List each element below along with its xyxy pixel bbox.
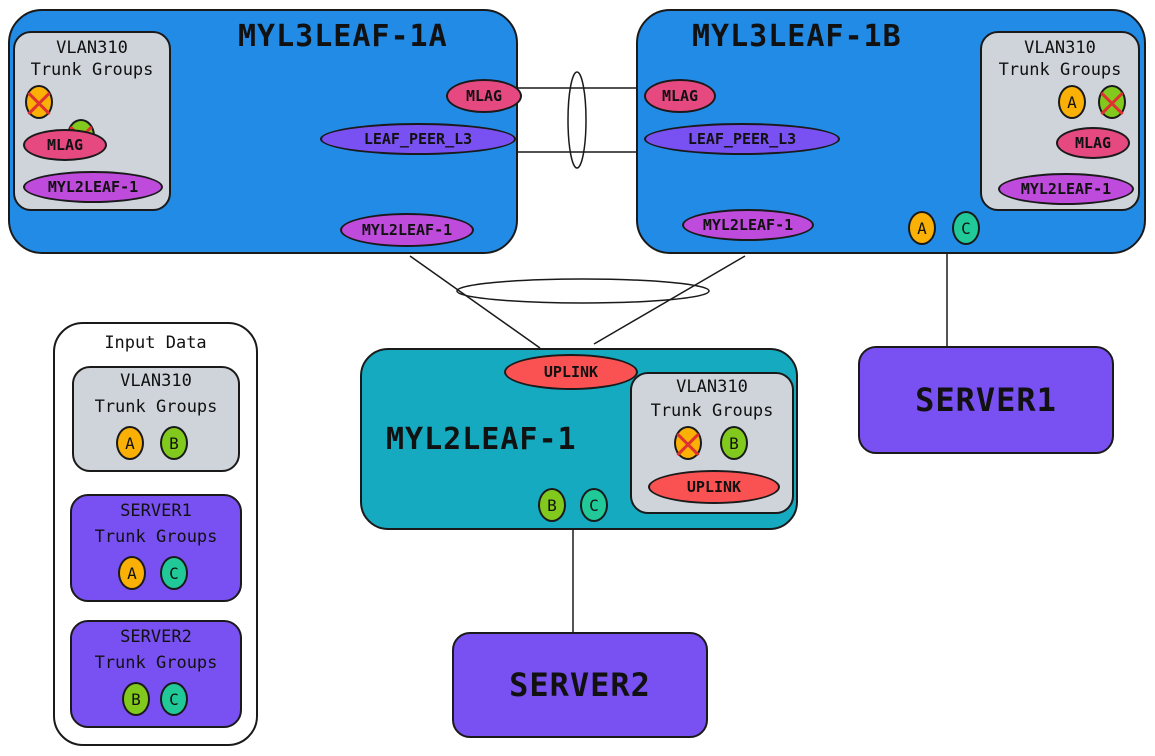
l2leaf-chip-a-removed (674, 426, 702, 460)
leaf-1b-vlan-label: VLAN310 (1024, 38, 1096, 58)
l2leaf-vlan-label: VLAN310 (676, 377, 748, 397)
input-server1-chip-c: C (160, 556, 188, 590)
leaf-1a-title: MYL3LEAF-1A (238, 19, 448, 54)
leaf-1a-trunk-groups-box: VLAN310 Trunk Groups MLAG MYL2LEAF-1 (13, 31, 171, 211)
input-server2-chip-c: C (160, 682, 188, 716)
l2leaf-port-chip-b: B (538, 488, 566, 522)
leaf-1b-port-mlag[interactable]: MLAG (644, 79, 716, 113)
leaf-1a-port-mlag[interactable]: MLAG (446, 79, 522, 113)
leaf-1a-trunk-groups-label: Trunk Groups (30, 60, 154, 80)
server2-title: SERVER2 (509, 666, 651, 704)
leaf-1b-tg-mlag: MLAG (1056, 127, 1130, 159)
server2-device[interactable]: SERVER2 (452, 632, 708, 738)
l2leaf-port-uplink[interactable]: UPLINK (504, 354, 638, 390)
input-vlan-box: VLAN310 Trunk Groups A B (72, 366, 240, 472)
leaf-1b-port-chip-a: A (908, 211, 936, 245)
input-server2-trunk-label: Trunk Groups (94, 653, 218, 673)
leaf-1b-title: MYL3LEAF-1B (692, 19, 902, 54)
input-data-panel: Input Data VLAN310 Trunk Groups A B SERV… (53, 322, 258, 746)
leaf-1b-chip-b-removed (1098, 85, 1126, 119)
leaf-1a-vlan-label: VLAN310 (56, 38, 128, 58)
input-vlan-chip-a: A (116, 426, 144, 460)
leaf-1a-port-leaf-peer-l3[interactable]: LEAF_PEER_L3 (320, 123, 516, 155)
l2leaf-tg-uplink: UPLINK (648, 470, 780, 504)
l2leaf-port-chip-c: C (580, 488, 608, 522)
uplink-to-leaf-1a (409, 255, 541, 349)
server1-device[interactable]: SERVER1 (858, 346, 1114, 454)
input-vlan-trunk-label: Trunk Groups (94, 397, 218, 417)
leaf-1a-tg-myl2leaf: MYL2LEAF-1 (23, 171, 163, 203)
input-server1-box: SERVER1 Trunk Groups A C (70, 494, 242, 602)
leaf-1a-port-myl2leaf[interactable]: MYL2LEAF-1 (340, 213, 474, 247)
leaf-1a-chip-a-removed (25, 85, 53, 119)
leaf-1b-port-leaf-peer-l3[interactable]: LEAF_PEER_L3 (644, 123, 840, 155)
port-channel-ring-peer (567, 71, 587, 169)
l2leaf-device[interactable]: MYL2LEAF-1 UPLINK VLAN310 Trunk Groups B… (360, 348, 798, 530)
l2leaf-chip-b: B (720, 426, 748, 460)
input-server1-trunk-label: Trunk Groups (94, 527, 218, 547)
input-data-title: Input Data (104, 333, 207, 353)
leaf-1b-trunk-groups-label: Trunk Groups (998, 60, 1122, 80)
input-server2-title: SERVER2 (120, 627, 192, 647)
l2leaf-trunk-groups-label: Trunk Groups (650, 401, 774, 421)
input-server2-chip-b: B (122, 682, 150, 716)
input-server1-chip-a: A (118, 556, 146, 590)
leaf-1a-device[interactable]: MYL3LEAF-1A VLAN310 Trunk Groups MLAG MY… (8, 9, 522, 254)
leaf-1a-tg-mlag: MLAG (23, 129, 107, 161)
input-vlan-title: VLAN310 (120, 371, 192, 391)
input-vlan-chip-b: B (160, 426, 188, 460)
l2leaf-trunk-groups-box: VLAN310 Trunk Groups B UPLINK (630, 372, 794, 514)
server1-title: SERVER1 (915, 381, 1057, 419)
leaf-1b-device[interactable]: MYL3LEAF-1B VLAN310 Trunk Groups A MLAG … (636, 9, 1146, 254)
leaf-1b-port-myl2leaf[interactable]: MYL2LEAF-1 (682, 209, 814, 241)
input-server2-box: SERVER2 Trunk Groups B C (70, 620, 242, 728)
input-server1-title: SERVER1 (120, 501, 192, 521)
port-channel-ring-uplink (456, 278, 710, 304)
leaf-1b-trunk-groups-box: VLAN310 Trunk Groups A MLAG MYL2LEAF-1 (980, 31, 1140, 211)
l2leaf-title: MYL2LEAF-1 (386, 422, 577, 457)
leaf-1b-chip-a: A (1058, 85, 1086, 119)
leaf-1b-tg-myl2leaf: MYL2LEAF-1 (998, 173, 1134, 205)
leaf-1b-port-chip-c: C (952, 211, 980, 245)
